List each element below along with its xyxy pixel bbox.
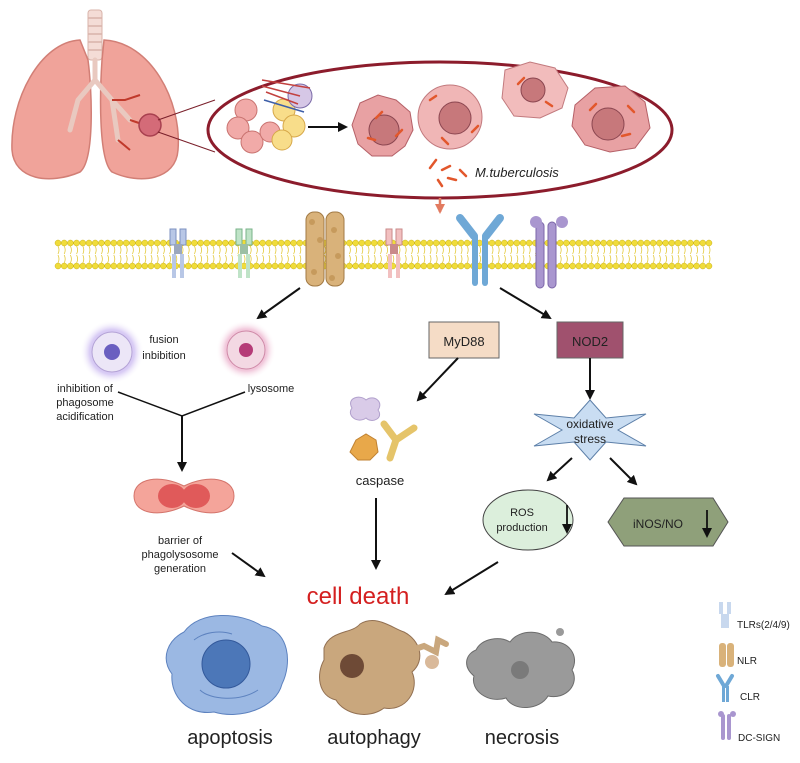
barrier-label-line2: phagolysosome	[141, 549, 218, 561]
clr-receptor-icon	[456, 214, 504, 286]
inhibition-label-line3: acidification	[56, 411, 113, 423]
inhibition-label-line2: phagosome	[56, 397, 114, 409]
autophagy-cell-icon	[319, 619, 449, 715]
alveoli-icon	[226, 79, 313, 154]
inos-label: iNOS/NO	[633, 517, 683, 531]
nod2-label: NOD2	[572, 334, 608, 349]
fusion-label: fusion	[149, 334, 178, 346]
legend: TLRs(2/4/9) NLR CLR DC-SIGN	[716, 602, 790, 744]
ros-label-line1: ROS	[510, 507, 534, 519]
legend-label-tlr: TLRs(2/4/9)	[737, 620, 790, 631]
inos-hexagon	[607, 497, 729, 547]
tlr-icon	[719, 602, 731, 628]
legend-label-clr: CLR	[740, 692, 760, 703]
barrier-label-line3: generation	[154, 563, 206, 575]
tlr-receptor-icon	[235, 228, 253, 278]
necrosis-cell-icon	[466, 628, 575, 708]
myd88-box	[428, 321, 500, 359]
oxidative-stress-star	[533, 399, 647, 461]
ros-production-ellipse	[482, 489, 574, 551]
lungs-icon	[11, 9, 180, 180]
ros-label-line2: production	[496, 522, 547, 534]
dc-sign-icon	[718, 711, 736, 740]
barrier-label-line1: barrier of	[158, 535, 203, 547]
lysosome-label: lysosome	[248, 383, 294, 395]
phagolysosome-icon	[133, 478, 235, 514]
pathogen-label: M.tuberculosis	[475, 165, 559, 180]
bacteria-icon	[366, 76, 636, 188]
inhibition-label-line1: inhibition of	[57, 383, 114, 395]
legend-label-dc-sign: DC-SIGN	[738, 733, 780, 744]
infected-cell	[501, 61, 569, 119]
tlr-receptor-icon	[385, 228, 403, 278]
clr-icon	[716, 674, 734, 702]
dc-sign-receptor-icon	[530, 216, 568, 289]
oxidative-label-line2: stress	[574, 432, 606, 446]
infected-cell	[417, 84, 483, 150]
cell-membrane	[54, 239, 713, 270]
oxidative-label-line1: oxidative	[566, 417, 614, 431]
legend-label-nlr: NLR	[737, 656, 757, 667]
merge-lines	[117, 391, 246, 417]
myd88-label: MyD88	[443, 334, 484, 349]
caspase-icon	[349, 396, 418, 462]
apoptosis-label: apoptosis	[187, 727, 273, 749]
necrosis-label: necrosis	[485, 727, 559, 749]
apoptosis-cell-icon	[165, 615, 288, 715]
cell-death-label: cell death	[307, 583, 410, 610]
infected-cell	[351, 94, 414, 157]
nlr-receptor-icon	[305, 211, 345, 287]
tlr-receptor-icon	[169, 228, 187, 278]
inbibition-label: inbibition	[142, 350, 185, 362]
infected-cell	[571, 85, 651, 153]
nod2-box	[556, 321, 624, 359]
nlr-icon	[719, 643, 734, 667]
caspase-label: caspase	[356, 473, 404, 488]
autophagy-label: autophagy	[327, 727, 420, 749]
